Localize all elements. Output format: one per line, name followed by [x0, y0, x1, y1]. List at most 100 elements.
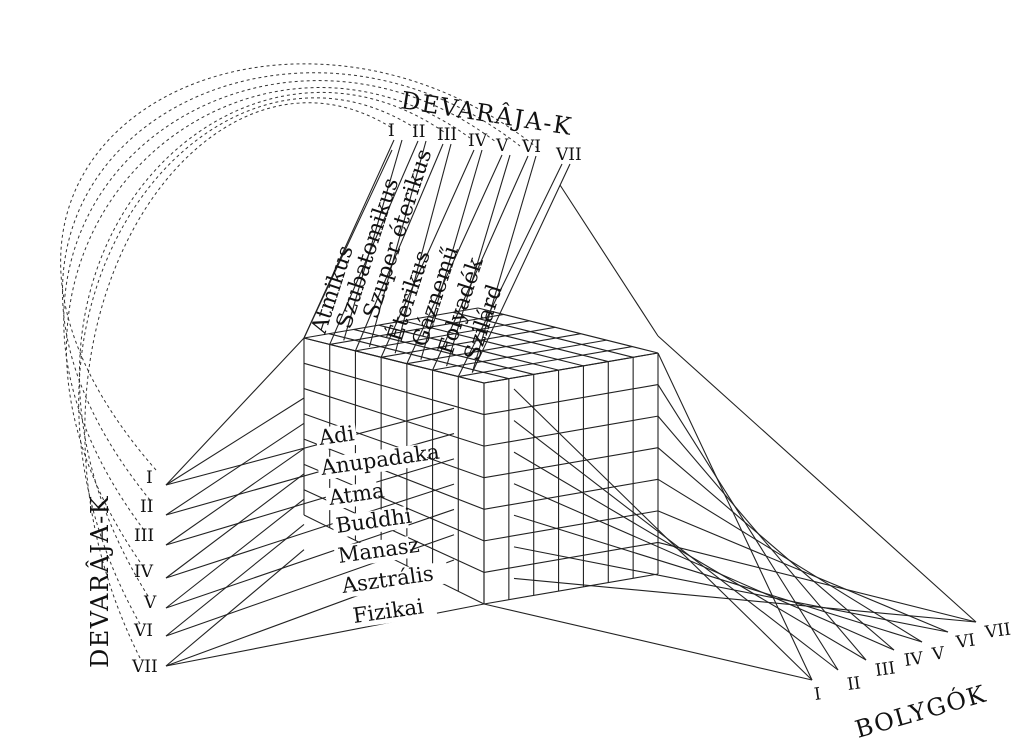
cube-top-line	[432, 339, 607, 371]
cube-right-line	[483, 384, 659, 416]
ray-lines	[165, 139, 977, 681]
dashed-arc	[84, 102, 393, 659]
cube-top-line	[458, 346, 633, 378]
bottom-fan-line	[513, 483, 895, 651]
bottom-numeral: VII	[983, 620, 1012, 644]
bottom-fan-line	[513, 420, 839, 671]
cube-right-line	[483, 352, 659, 384]
top-fan-line	[420, 149, 483, 360]
dashed-arc	[60, 63, 541, 471]
cube-top-line	[303, 337, 485, 384]
top-fan-line	[394, 143, 452, 354]
plane-label: Asztrális	[339, 561, 435, 598]
cube-top-line	[453, 311, 634, 358]
cube-top-line	[353, 328, 534, 375]
left-fan-line	[165, 498, 305, 609]
left-fan-line	[165, 458, 455, 546]
top-fan-line	[343, 139, 403, 341]
cube-top-line	[378, 324, 559, 371]
cube-right-line	[483, 478, 659, 510]
left-fan-line	[165, 422, 305, 516]
bottom-fan-line	[657, 510, 949, 633]
bottom-outer-line	[483, 603, 813, 681]
cube-right-line	[483, 447, 659, 479]
top-fan-line	[380, 149, 475, 358]
bottom-numeral: III	[874, 658, 897, 681]
plane-label: Adi	[316, 421, 356, 450]
top-numeral: III	[437, 125, 457, 145]
left-title: DEVARÂJA-K	[85, 495, 114, 668]
plane-label-bg	[333, 536, 411, 569]
plane-label-bg	[316, 443, 429, 481]
top-numeral: II	[412, 122, 425, 142]
top-numeral: VII	[555, 145, 582, 165]
cube-right-line	[483, 573, 659, 605]
top-fan-line	[446, 154, 511, 367]
top-fan-line	[329, 140, 419, 345]
cube-top-line	[303, 307, 479, 339]
dashed-arc	[78, 91, 445, 597]
cube-front-hline	[303, 362, 485, 416]
plane-label-group: Fizikai	[348, 594, 438, 629]
cube-top-line	[406, 333, 581, 365]
top-numeral: I	[388, 121, 395, 141]
cube-top-line	[428, 316, 609, 363]
dashed-arc	[63, 80, 497, 531]
left-fan-line	[165, 549, 305, 667]
cube-front-hline	[303, 413, 485, 479]
left-numeral: III	[134, 526, 154, 546]
dashed-arcs	[60, 63, 541, 659]
plane-label: Manasz	[336, 533, 420, 568]
cube-right-line	[483, 510, 659, 542]
cube-top-line	[381, 326, 556, 358]
cube-front-hline	[303, 438, 485, 510]
top-numeral: V	[495, 136, 509, 156]
top-fan-line	[471, 163, 571, 373]
cube-top-line	[403, 320, 584, 367]
bottom-numeral: II	[846, 673, 862, 695]
left-fan-line	[165, 483, 455, 579]
dashed-arc	[62, 72, 521, 501]
top-numeral: IV	[468, 131, 488, 151]
plane-label-bg	[331, 506, 409, 539]
cube-top-line	[329, 313, 504, 345]
top-fan-line	[354, 143, 444, 352]
left-fan-line	[165, 397, 305, 486]
bottom-fan-line	[657, 478, 923, 643]
plane-label-group: Adi	[314, 421, 358, 451]
plane-label-bg	[348, 594, 438, 629]
cube-top-line	[477, 307, 659, 354]
left-fan-line	[165, 524, 305, 637]
plane-label: Fizikai	[351, 594, 425, 628]
cube-right-line	[483, 541, 659, 573]
left-numeral: VII	[131, 657, 158, 677]
bottom-title: BOLYGÓK	[852, 679, 990, 740]
plane-label-bg	[314, 422, 358, 451]
bottom-fan-line	[657, 384, 839, 671]
cube-front-hline	[303, 388, 485, 447]
plane-label: Atma	[326, 478, 385, 510]
cube-top-line	[328, 333, 509, 380]
left-fan-line	[165, 473, 305, 579]
top-fan-line	[471, 155, 537, 373]
plane-label-group: Buddhi	[331, 504, 413, 539]
plane-label-bg	[337, 561, 450, 599]
cube-top-line	[355, 320, 530, 352]
bottom-fan-line	[513, 451, 867, 661]
top-outer-line	[303, 149, 393, 339]
dashed-arc	[65, 87, 471, 563]
top-outer-line	[559, 184, 659, 337]
bottom-fan-line	[657, 352, 813, 681]
bottom-numeral: I	[813, 684, 822, 705]
left-numeral: IV	[134, 562, 154, 582]
plane-label-group: Atma	[324, 478, 386, 511]
left-numeral: I	[146, 468, 153, 488]
bottom-numeral: V	[930, 643, 947, 665]
bottom-numeral: IV	[903, 648, 925, 671]
bottom-outer-line	[657, 335, 977, 623]
cube-right-line	[483, 415, 659, 447]
plane-label-bg	[324, 481, 380, 511]
bottom-fan-line	[657, 447, 895, 651]
bottom-fan-line	[513, 514, 923, 643]
